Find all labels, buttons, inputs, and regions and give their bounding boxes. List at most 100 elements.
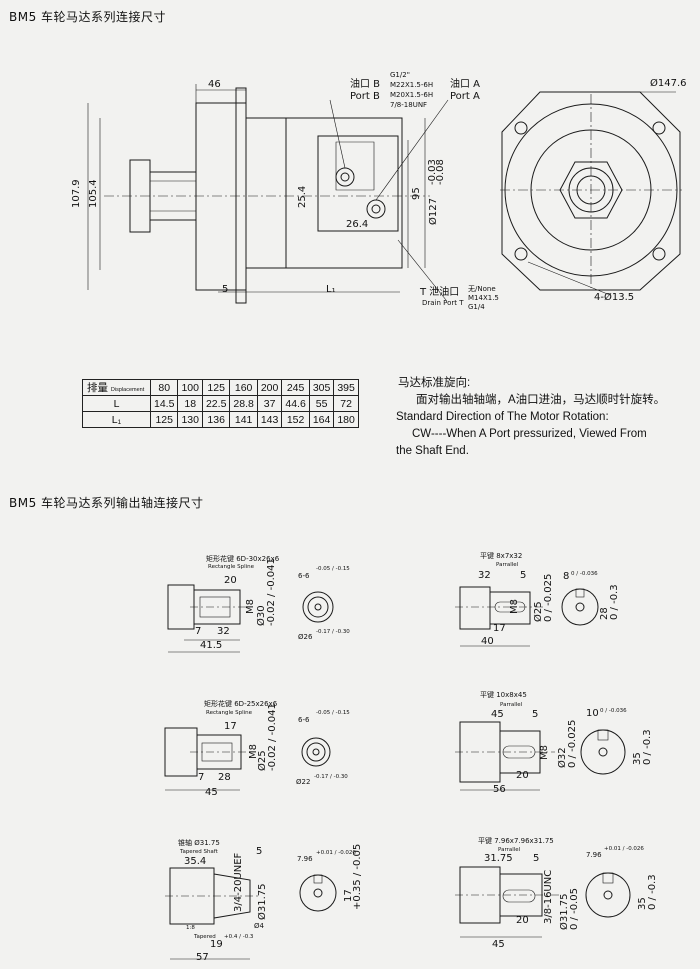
- shaft4-dim-45: 45: [491, 709, 504, 720]
- dim-26-4: 26.4: [346, 219, 369, 230]
- tol-127-lower: -0.08: [435, 159, 446, 185]
- shaft3-label-en: Rectangle Spline: [206, 710, 253, 716]
- table-cell: 55: [308, 395, 335, 412]
- port-a-en: Port A: [450, 91, 480, 102]
- shaft5-dim-57: 57: [196, 952, 209, 963]
- shaft5-tol-19: +0.4 / -0.3: [224, 934, 254, 940]
- port-spec-3: M20X1.5-6H: [390, 91, 434, 99]
- shaft3-dim-7: 7: [198, 772, 205, 783]
- port-b-cn: 油口 B: [350, 79, 381, 90]
- shaft1-dim-26: Ø26: [298, 633, 313, 641]
- rotation-en-title: Standard Direction of The Motor Rotation…: [396, 411, 609, 423]
- port-spec-2: M22X1.5-6H: [390, 81, 434, 89]
- table-cell: 395: [333, 379, 359, 396]
- table-cell: 136: [201, 411, 231, 428]
- dim-5: 5: [222, 284, 229, 295]
- shaft5-dim-35-4: 35.4: [184, 856, 207, 867]
- table-cell: 44.6: [281, 395, 310, 412]
- table-cell: 80: [149, 379, 179, 396]
- drain-spec-1: 无/None: [468, 285, 496, 293]
- shaft4-dim-m8: M8: [539, 745, 550, 760]
- table-cell: 37: [256, 395, 283, 412]
- shaft4-tol-10: 0 / -0.036: [600, 708, 627, 714]
- table-row-label: L: [82, 395, 151, 412]
- table-cell: 22.5: [201, 395, 231, 412]
- shaft1-tol-6-6: -0.05 / -0.15: [316, 566, 350, 572]
- shaft-6-lines: [455, 866, 631, 938]
- table-row-label: L₁: [82, 411, 151, 428]
- table-row: L₁ 125 130 136 141 143 152 164 180: [82, 411, 359, 428]
- port-a-cn: 油口 A: [450, 79, 481, 90]
- shaft1-label-en: Rectangle Spline: [208, 564, 255, 570]
- shaft6-tol-35: 0 / -0.3: [647, 874, 658, 910]
- shaft-1-lines: [167, 584, 334, 653]
- shaft6-dim-5: 5: [533, 853, 540, 864]
- shaft5-label-en: Tapered Shaft: [180, 849, 218, 855]
- shaft3-tol-6-6: -0.05 / -0.15: [316, 710, 350, 716]
- motor-side-view: [87, 84, 449, 304]
- shaft5-dim-1-8: 1:8: [186, 925, 195, 931]
- rotation-cn-title: 马达标准旋向:: [398, 377, 471, 389]
- shaft6-dim-31-75: 31.75: [484, 853, 513, 864]
- shaft2-dim-32: 32: [478, 570, 491, 581]
- shaft1-dim-7: 7: [195, 626, 202, 637]
- shaft3-label-cn: 矩形花键 6D-25x26x6: [204, 700, 278, 708]
- drain-spec-3: G1/4: [468, 303, 485, 311]
- table-cell: 130: [177, 411, 203, 428]
- table-cell: 125: [201, 379, 231, 396]
- shaft5-label-cn: 锥轴 Ø31.75: [178, 839, 220, 847]
- port-b-en: Port B: [350, 91, 380, 102]
- dim-147-6: Ø147.6: [650, 78, 687, 89]
- table-cell: 164: [308, 411, 335, 428]
- shaft1-dim-41-5: 41.5: [200, 640, 223, 651]
- table-cell: 152: [281, 411, 310, 428]
- shaft2-tol-28: 0 / -0.3: [609, 584, 620, 620]
- shaft2-dim-8: 8: [563, 571, 570, 582]
- shaft2-tol-25: 0 / -0.025: [543, 573, 554, 622]
- shaft2-tol-8: 0 / -0.036: [571, 571, 598, 577]
- shaft2-label-cn: 平键 8x7x32: [480, 552, 523, 560]
- shaft2-dim-m8: M8: [509, 599, 520, 614]
- table-cell: 18: [177, 395, 203, 412]
- shaft3-dim-22: Ø22: [296, 778, 311, 786]
- shaft3-dim-6-6: 6-6: [298, 716, 310, 724]
- section-2-title: BM5 车轮马达系列输出轴连接尺寸: [9, 496, 204, 510]
- dim-25-4: 25.4: [297, 185, 308, 208]
- shaft1-tol-30: -0.02 / -0.041: [266, 558, 277, 626]
- shaft1-dim-m8: M8: [245, 599, 256, 614]
- table-cell: 160: [229, 379, 258, 396]
- shaft5-dim-5: 5: [256, 846, 263, 857]
- motor-end-view: [500, 91, 682, 296]
- displacement-table: 排量 Displacement 80 100 125 160 200 245 3…: [82, 379, 359, 428]
- shaft2-dim-17: 17: [493, 623, 506, 634]
- shaft2-label-en: Parrallel: [496, 562, 519, 568]
- dim-mount-holes: 4-Ø13.5: [594, 292, 635, 303]
- shaft6-dim-7-96: 7.96: [586, 851, 602, 859]
- shaft5-dim-thread: 3/4-20UNEF: [233, 852, 244, 912]
- shaft5-tol-17: +0.35 / -0.05: [352, 843, 363, 910]
- dim-L1: L₁: [326, 284, 336, 295]
- shaft1-label-cn: 矩形花键 6D-30x26x6: [206, 555, 280, 563]
- table-cell: 245: [281, 379, 310, 396]
- shaft4-label-en: Parrallel: [500, 702, 523, 708]
- dim-127: Ø127: [428, 198, 439, 225]
- table-cell: 143: [256, 411, 283, 428]
- drain-port-cn: T 泄油口: [420, 287, 460, 298]
- shaft6-tol-7-96: +0.01 / -0.026: [604, 846, 644, 852]
- dim-105-4: 105.4: [88, 179, 99, 208]
- shaft-4-lines: [455, 721, 626, 791]
- drain-spec-2: M14X1.5: [468, 294, 499, 302]
- table-cell: 305: [308, 379, 335, 396]
- shaft1-dim-6-6: 6-6: [298, 572, 310, 580]
- table-cell: 100: [177, 379, 203, 396]
- port-spec-4: 7/8-18UNF: [390, 101, 428, 109]
- shaft5-label-tapered: Tapered: [194, 934, 216, 940]
- table-cell: 125: [149, 411, 179, 428]
- dim-107-9: 107.9: [71, 179, 82, 208]
- shaft3-dim-28: 28: [218, 772, 231, 783]
- displacement-label-cell: 排量 Displacement: [82, 379, 151, 396]
- rotation-cn-text: 面对输出轴轴端，A油口进油，马达顺时针旋转。: [416, 394, 666, 406]
- table-cell: 14.5: [149, 395, 179, 412]
